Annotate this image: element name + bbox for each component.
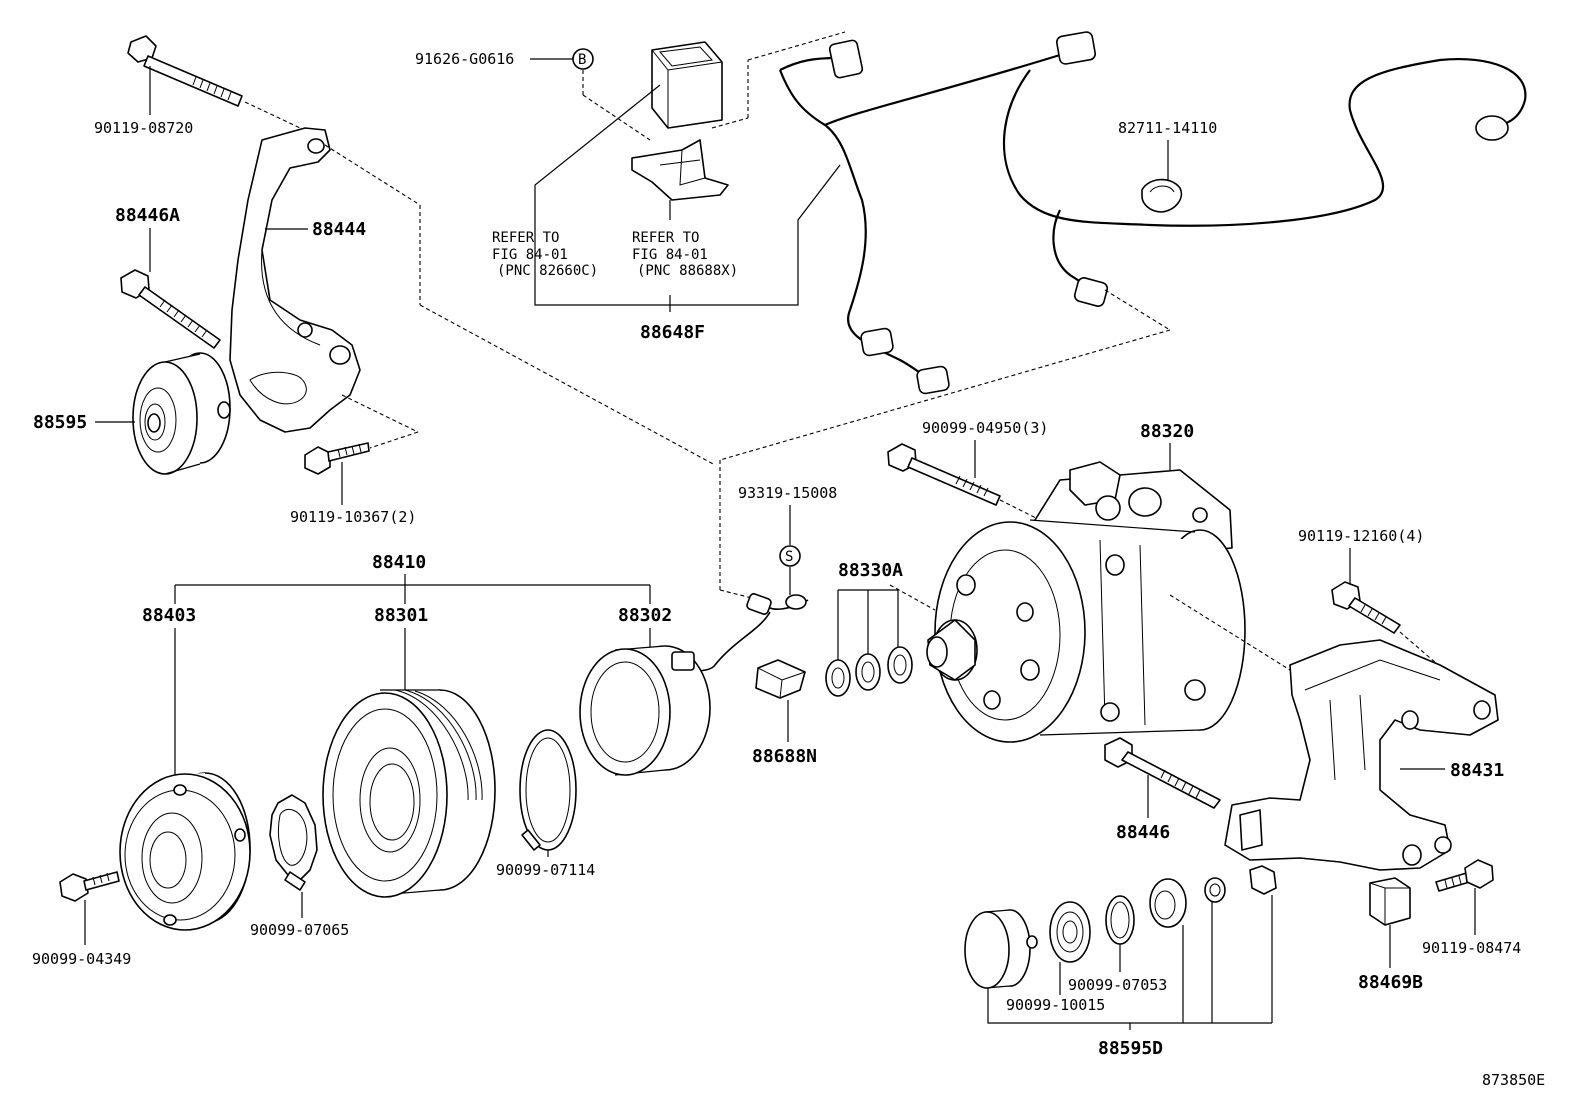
thermistor-wire[interactable] <box>689 593 809 672</box>
label-88446: 88446 <box>1116 822 1170 843</box>
label-90099-10015: 90099-10015 <box>1006 996 1105 1014</box>
bolt-90119-12160[interactable] <box>1331 581 1401 634</box>
label-90099-04349: 90099-04349 <box>32 950 131 968</box>
marker-s-circle <box>779 545 801 567</box>
snap-ring-90099-07114[interactable] <box>519 729 577 851</box>
label-88595: 88595 <box>33 412 87 433</box>
marker-b-circle <box>572 48 594 70</box>
idler-pulley-88595[interactable] <box>132 352 231 475</box>
label-90099-07065: 90099-07065 <box>250 921 349 939</box>
refer1-line1: REFER TO <box>492 230 559 246</box>
label-90119-10367: 90119-10367(2) <box>290 508 416 526</box>
marker-b: B <box>578 52 586 68</box>
label-90099-07053: 90099-07053 <box>1068 976 1167 994</box>
clamp-82711-14110[interactable] <box>1141 178 1183 213</box>
figure-code: 873850E <box>1482 1071 1545 1089</box>
label-88688N: 88688N <box>752 746 817 767</box>
refer2-line1: REFER TO <box>632 230 699 246</box>
label-91626-G0616: 91626-G0616 <box>415 50 514 68</box>
marker-s: S <box>785 549 793 565</box>
shims-90099-07065[interactable] <box>269 794 318 891</box>
label-88301: 88301 <box>374 605 428 626</box>
bolt-90099-04349[interactable] <box>59 871 120 902</box>
label-88446A: 88446A <box>115 205 180 226</box>
label-82711-14110: 82711-14110 <box>1118 119 1217 137</box>
bolt-88446[interactable] <box>1104 737 1221 809</box>
bolt-90119-10367[interactable] <box>304 442 370 475</box>
label-88595D: 88595D <box>1098 1038 1163 1059</box>
bracket-88431[interactable] <box>1224 639 1499 871</box>
label-90099-07114: 90099-07114 <box>496 861 595 879</box>
label-88320: 88320 <box>1140 421 1194 442</box>
label-90119-08720: 90119-08720 <box>94 119 193 137</box>
relay-82660C[interactable] <box>651 41 723 129</box>
refer2-line2: FIG 84-01 <box>632 247 708 263</box>
cover-plate[interactable] <box>1149 878 1187 928</box>
label-88431: 88431 <box>1450 760 1504 781</box>
clutch-pulley-88301[interactable] <box>322 689 496 898</box>
refer1-line3: (PNC 82660C) <box>497 263 598 279</box>
wiring-harness-88648F[interactable] <box>778 31 1527 395</box>
sensor-88688N[interactable] <box>755 659 806 699</box>
bolt-90119-08720[interactable] <box>127 35 243 107</box>
bolt-88446A[interactable] <box>120 269 221 349</box>
label-88403: 88403 <box>142 605 196 626</box>
relay-bracket-88688X[interactable] <box>631 139 729 201</box>
bolt-90099-04950[interactable] <box>887 443 1001 506</box>
label-93319-15008: 93319-15008 <box>738 484 837 502</box>
label-90119-12160: 90119-12160(4) <box>1298 527 1424 545</box>
washer[interactable] <box>1204 877 1226 903</box>
idler-pulley-88595D[interactable] <box>964 909 1038 989</box>
field-coil-88302[interactable] <box>579 645 711 776</box>
nut[interactable] <box>1249 865 1277 895</box>
shims-88330A[interactable] <box>825 646 913 697</box>
label-88444: 88444 <box>312 219 366 240</box>
pressure-plate-88403[interactable] <box>119 772 251 931</box>
compressor-88320[interactable] <box>926 461 1246 743</box>
label-88330A: 88330A <box>838 560 903 581</box>
label-90099-04950: 90099-04950(3) <box>922 419 1048 437</box>
label-88469B: 88469B <box>1358 972 1423 993</box>
bearing-90099-10015[interactable] <box>1049 901 1091 963</box>
bracket-88444[interactable] <box>229 127 361 433</box>
bolt-90119-08474[interactable] <box>1435 859 1494 892</box>
cover-88469B[interactable] <box>1369 877 1411 926</box>
label-88648F: 88648F <box>640 322 705 343</box>
label-90119-08474: 90119-08474 <box>1422 939 1521 957</box>
label-88302: 88302 <box>618 605 672 626</box>
label-88410: 88410 <box>372 552 426 573</box>
refer1-line2: FIG 84-01 <box>492 247 568 263</box>
snap-ring-90099-07053[interactable] <box>1105 895 1135 945</box>
refer2-line3: (PNC 88688X) <box>637 263 738 279</box>
